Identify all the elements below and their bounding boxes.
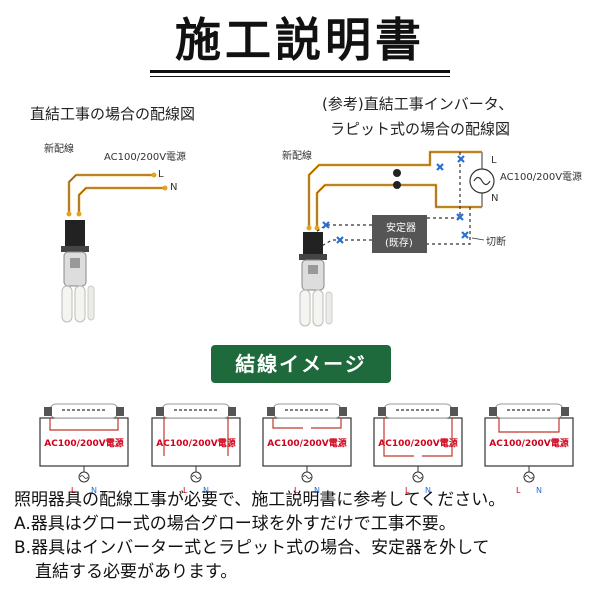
wiring-panel: AC100/200V電源 L N <box>151 403 241 495</box>
panel-l-label: L <box>71 486 76 495</box>
panel-n-label: N <box>314 486 320 495</box>
instruction-notes: 照明器具の配線工事が必要で、施工説明書に参考してください。 A.器具はグロー式の… <box>14 488 594 584</box>
right-diagram-caption-line2: ラピット式の場合の配線図 <box>330 120 511 138</box>
old-wire-n <box>427 207 471 245</box>
note-line-3: B.器具はインバーター式とラピット式の場合、安定器を外して <box>14 538 490 558</box>
panel-l-label: L <box>405 486 410 495</box>
cut-label: 切断 <box>486 235 506 248</box>
right-lamp-icon <box>299 232 333 327</box>
wiring-panel: AC100/200V電源 L N <box>262 403 352 495</box>
right-l-label: L <box>491 155 497 166</box>
wiring-panel: AC100/200V電源 L N <box>373 403 463 495</box>
left-terminal-n <box>162 185 168 191</box>
panel-n-label: N <box>536 486 542 495</box>
note-line-4: 直結する必要があります。 <box>35 562 238 582</box>
ballast-label-line2: (既存) <box>385 236 413 249</box>
panel-l-label: L <box>294 486 299 495</box>
right-source-label: AC100/200V電源 <box>500 170 582 183</box>
panel-source-label: AC100/200V電源 <box>489 437 568 449</box>
panel-l-label: L <box>516 486 521 495</box>
right-wiring-diagram: 新配線 AC100/200V電源 L N 安定器 (既存) <box>282 149 582 327</box>
wiring-panel: AC100/200V電源 L N <box>484 403 574 495</box>
wiring-panel: AC100/200V電源 L N <box>39 403 129 495</box>
right-connector-l <box>393 169 401 177</box>
note-line-1: 照明器具の配線工事が必要で、施工説明書に参考してください。 <box>14 490 506 510</box>
left-wire-l <box>67 173 154 214</box>
right-diagram-caption-line1: (参考)直結工事インバータ、 <box>322 95 514 113</box>
wiring-image-banner: 結線イメージ <box>211 345 391 383</box>
ballast-box <box>372 215 427 253</box>
panel-source-label: AC100/200V電源 <box>378 437 457 449</box>
page-title: 施工説明書 <box>175 13 425 67</box>
right-wire-label: 新配線 <box>282 149 312 162</box>
panel-n-label: N <box>91 486 97 495</box>
panel-source-label: AC100/200V電源 <box>156 437 235 449</box>
left-wire-n <box>77 186 165 214</box>
cut-mark-icons <box>322 155 469 244</box>
panel-n-label: N <box>203 486 209 495</box>
left-source-label: AC100/200V電源 <box>104 150 186 163</box>
panel-l-label: L <box>183 486 188 495</box>
left-terminal-l <box>151 172 157 178</box>
left-wiring-diagram: 新配線 AC100/200V電源 L N <box>44 142 186 323</box>
panel-n-label: N <box>425 486 431 495</box>
title-underline <box>150 70 450 73</box>
left-diagram-caption: 直結工事の場合の配線図 <box>30 105 196 123</box>
right-connector-n <box>393 181 401 189</box>
left-l-label: L <box>158 169 164 180</box>
note-line-2: A.器具はグロー式の場合グロー球を外すだけで工事不要。 <box>14 514 456 534</box>
panel-source-label: AC100/200V電源 <box>44 437 123 449</box>
panel-source-label: AC100/200V電源 <box>267 437 346 449</box>
left-lamp-icon <box>61 220 95 323</box>
right-n-label: N <box>491 193 498 204</box>
left-wire-label: 新配線 <box>44 142 74 155</box>
ballast-label-line1: 安定器 <box>386 221 416 234</box>
left-n-label: N <box>170 182 177 193</box>
title-underline-thin <box>150 76 450 77</box>
